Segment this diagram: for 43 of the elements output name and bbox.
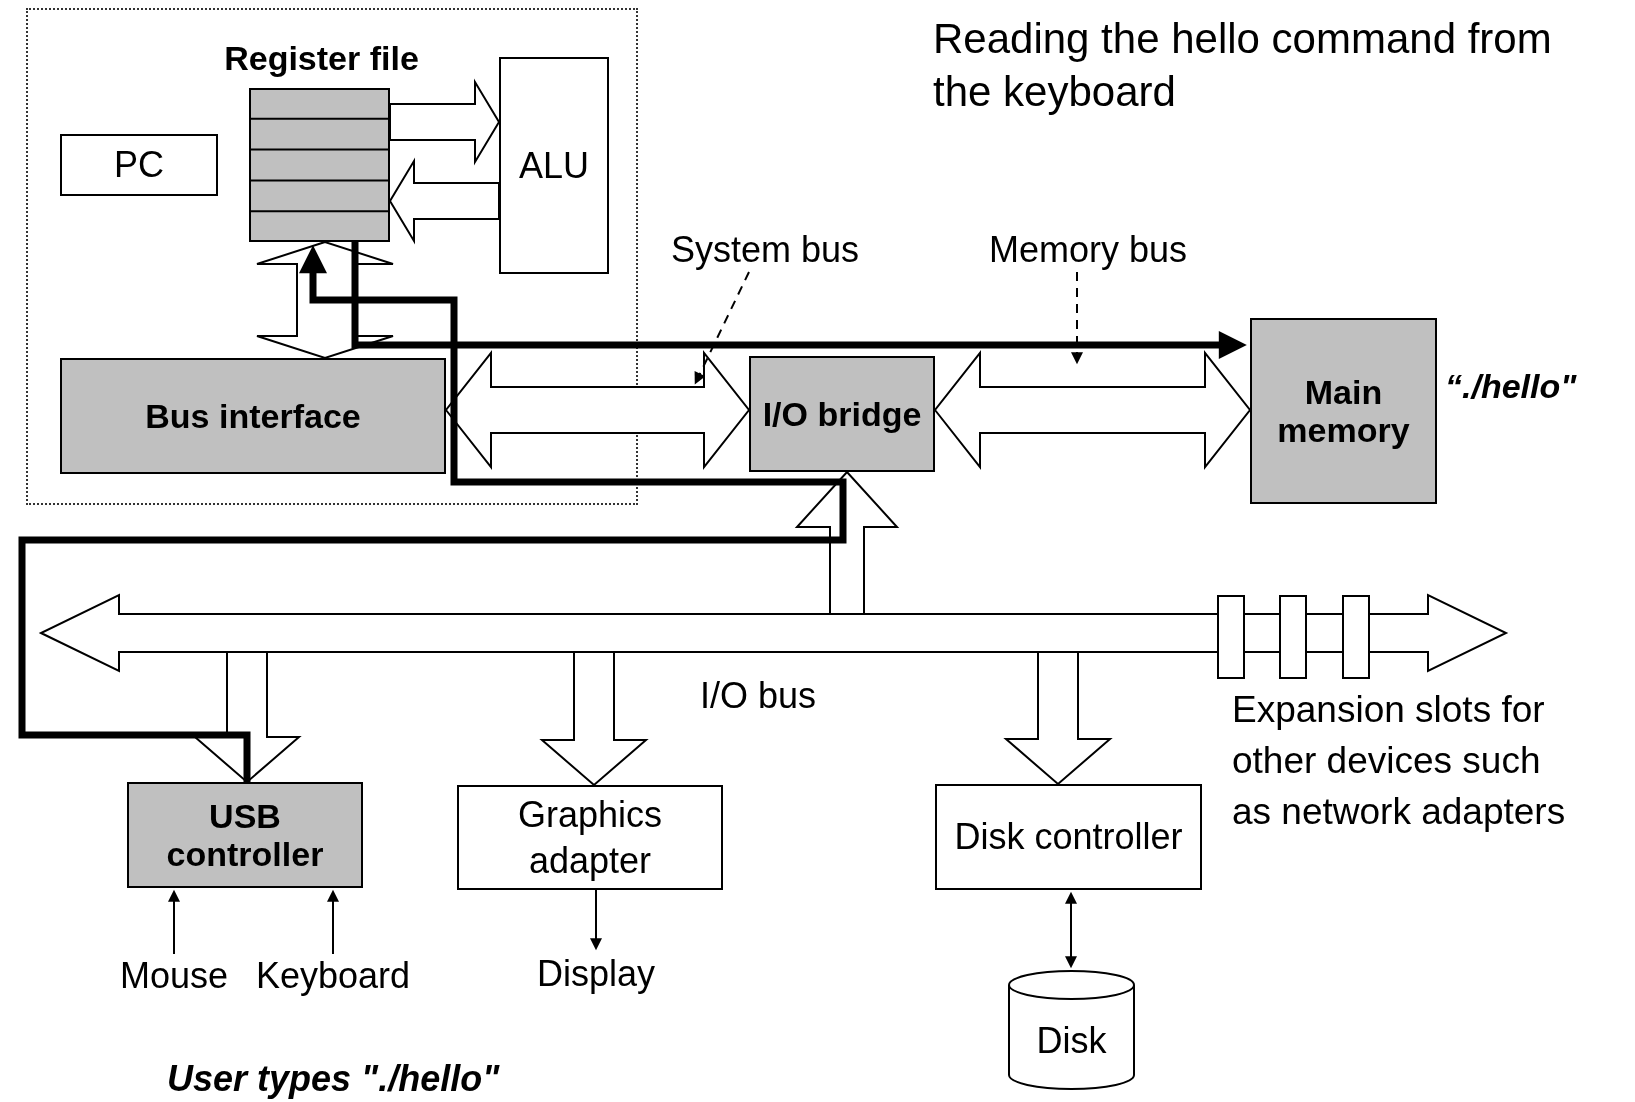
leader-line (1071, 271, 1083, 365)
text-label: System bus (652, 228, 878, 272)
component-label: Main memory (1276, 373, 1411, 449)
component-label: ALU (519, 143, 589, 188)
component-box (457, 785, 723, 890)
block-arrow (1003, 651, 1113, 786)
arrow (1065, 891, 1077, 969)
component-label: Bus interface (145, 397, 361, 435)
leader-line (694, 271, 750, 385)
note-text: Expansion slots for other devices such as network adapters (1232, 688, 1567, 834)
block-arrow (388, 157, 500, 245)
register-file-label: Register file (223, 38, 420, 78)
diagram-title: Reading the hello command from the keyboard (933, 14, 1553, 117)
component-label: Graphics adapter (516, 792, 664, 883)
component-label: Disk controller (954, 815, 1183, 859)
data-path-arrow (351, 242, 1247, 359)
text-label: Display (536, 952, 656, 996)
component-box (935, 784, 1202, 890)
arrow (327, 889, 339, 955)
block-arrow (256, 240, 394, 360)
block-arrow (933, 350, 1252, 470)
component-box (60, 358, 446, 474)
block-arrow (794, 470, 900, 615)
component-label: USB controller (165, 797, 325, 873)
component-box (749, 356, 935, 472)
arrow (590, 889, 602, 951)
block-arrow (539, 651, 649, 787)
block-arrow (389, 78, 501, 166)
annotation-text: “./hello" (1445, 366, 1577, 406)
component-box (499, 57, 609, 274)
component-label: PC (114, 143, 164, 187)
arrow (168, 889, 180, 955)
component-label: Disk (1036, 1019, 1107, 1063)
caption-text: User types "./hello" (167, 1058, 500, 1100)
bus-label: I/O bus (700, 674, 817, 718)
component-box (127, 782, 363, 888)
block-arrow (444, 350, 751, 470)
text-label: Mouse (112, 954, 236, 998)
component-box (60, 134, 218, 196)
cpu-boundary (26, 8, 638, 505)
component-label: I/O bridge (762, 395, 922, 433)
text-label: Keyboard (254, 954, 412, 998)
text-label: Memory bus (966, 228, 1210, 272)
